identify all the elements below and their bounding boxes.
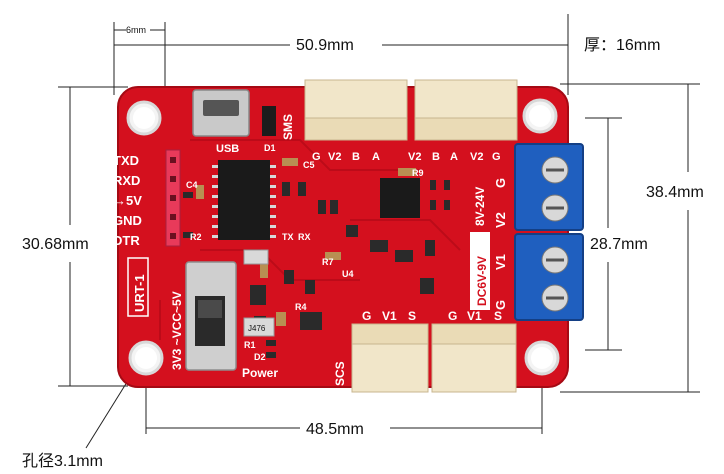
top-pin-g-1: G: [312, 151, 321, 163]
top-pin-a-2: A: [450, 151, 458, 163]
d1-label: D1: [264, 143, 276, 153]
uart-label-gnd: GND: [113, 213, 142, 228]
voltage-switch-label: 3V3 ~VCC~5V: [170, 291, 184, 370]
bottom-width-label: 48.5mm: [306, 421, 364, 438]
bottom-pin-v1-1: V1: [382, 309, 397, 323]
top-pin-a-1: A: [372, 151, 380, 163]
top-pin-b-1: B: [352, 151, 360, 163]
top-pin-v2-1: V2: [328, 151, 341, 163]
tx-label: TX: [282, 232, 294, 242]
screw-terminal-lower: [514, 233, 584, 321]
right-height-label: 38.4mm: [646, 184, 704, 201]
urt-label: URT-1: [127, 257, 149, 317]
top-header-sms: [304, 79, 408, 141]
top-pin-b-2: B: [432, 151, 440, 163]
terminal-lower-g: G: [493, 300, 508, 310]
top-header-right: [414, 79, 518, 141]
chip-label: J476: [248, 324, 266, 333]
bottom-pin-v1-2: V1: [467, 309, 482, 323]
capacitors: [196, 158, 416, 326]
usb-uart-chip: [212, 160, 276, 240]
inductor: [243, 317, 275, 337]
dc-label-2: 8V-24V: [473, 187, 487, 226]
uart-label-5v: →5V: [113, 193, 142, 208]
bottom-pin-g-1: G: [362, 309, 371, 323]
bottom-pin-g-2: G: [448, 309, 457, 323]
urt-label-text: URT-1: [132, 274, 147, 312]
uart-label-txd: TXD: [113, 153, 139, 168]
small-offset-label: 6mm: [126, 25, 146, 35]
driver-chip: [380, 178, 420, 218]
mounting-holes: [126, 98, 560, 376]
voltage-select-switch: [185, 261, 237, 371]
sms-label: SMS: [281, 114, 295, 140]
r1-label: R1: [244, 340, 256, 350]
top-pin-v2-2: V2: [408, 151, 421, 163]
uart-label-dtr: DTR: [113, 233, 140, 248]
terminal-span-label: 28.7mm: [590, 236, 648, 253]
left-height-label: 30.68mm: [22, 236, 89, 253]
bottom-header-scs: [351, 323, 429, 393]
bottom-pin-s-2: S: [494, 309, 502, 323]
top-pin-g-2: G: [492, 151, 501, 163]
hole-diameter-label: 孔径3.1mm: [22, 452, 103, 470]
thickness-label: 厚：16mm: [584, 37, 660, 54]
usb-label: USB: [216, 143, 239, 155]
scs-label: SCS: [333, 361, 347, 386]
dc-label-1: DC6V-9V: [475, 256, 489, 306]
terminal-upper-g: G: [493, 178, 508, 188]
d2-label: D2: [254, 352, 266, 362]
power-label: Power: [242, 366, 278, 380]
terminal-upper-v2: V2: [493, 212, 508, 228]
dc-label-box-2: [470, 150, 490, 228]
uart-pin-header: [165, 149, 181, 247]
bottom-header-right: [431, 323, 517, 393]
c5-label: C5: [303, 160, 315, 170]
diode-d1: [262, 106, 276, 136]
top-width-label: 50.9mm: [296, 37, 354, 54]
c4-label: C4: [186, 180, 198, 190]
dc-label-box-1: [470, 232, 490, 310]
r2-label: R2: [190, 232, 202, 242]
screw-terminal-upper: [514, 143, 584, 231]
c7-label: R7: [322, 257, 334, 267]
usb-connector: [192, 89, 250, 137]
top-pin-v2-3: V2: [470, 151, 483, 163]
terminal-lower-v1: V1: [493, 254, 508, 270]
dimension-lines: [58, 14, 700, 449]
r4-label: R4: [295, 302, 307, 312]
bottom-pin-s-1: S: [408, 309, 416, 323]
rx-label: RX: [298, 232, 311, 242]
uart-label-rxd: RXD: [113, 173, 140, 188]
c6-label: R9: [412, 168, 424, 178]
smd-parts: [183, 180, 450, 358]
capacitor-c1: [243, 249, 269, 265]
r7-label: U4: [342, 269, 354, 279]
